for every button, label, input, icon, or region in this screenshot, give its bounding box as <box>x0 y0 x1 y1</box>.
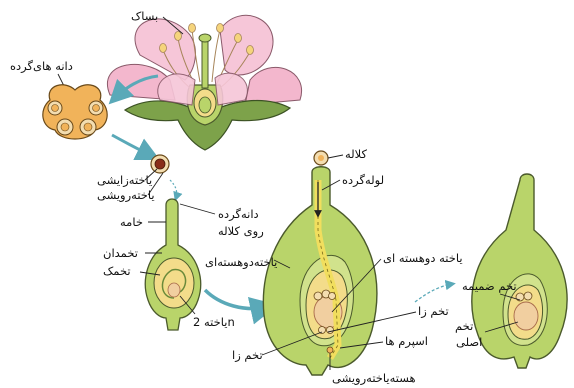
pollen-on-stigma-leader <box>180 204 215 214</box>
main-zygote-label-2: اصلی <box>456 335 482 349</box>
sperms-label: اسپرم ها <box>385 334 428 349</box>
endosperm-zygote-label: تخم ضمیمه <box>462 279 517 293</box>
pollen-grains-label: دانه های‌گرده <box>10 59 73 74</box>
generative-cell-label: یاخته‌زایشی <box>97 173 152 188</box>
binucleate-cell-label-2: یاخته دوهسته ای <box>383 251 463 266</box>
single-pollen-grain <box>151 155 169 173</box>
pollen-tube-label: لوله‌گرده <box>342 173 384 188</box>
stamen-label: بساک <box>131 9 158 23</box>
cell-2n-label: یاخته 2n <box>193 315 235 329</box>
main-zygote-label: تخم <box>455 319 473 333</box>
egg-bottom-label: تخم زا <box>232 348 263 363</box>
style-label: خامه <box>120 215 143 229</box>
vegetative-nucleus-label: هسته‌یاخته‌رویشی <box>332 371 416 386</box>
pollen-to-grain-arrow <box>112 135 152 156</box>
pollen-on-stigma-label: دانه‌گرده <box>218 207 259 222</box>
pollen-tetrad <box>43 85 107 139</box>
ovule-label: تخمک <box>103 264 131 278</box>
binucleate-cell-label: یاخته‌دوهسته‌ای <box>205 255 277 270</box>
fertilization-to-result-arrow <box>415 284 452 302</box>
pollen-on-stigma-label-2: روی کلاله <box>218 224 264 239</box>
vegetative-cell-label: یاخته‌رویشی <box>97 188 155 203</box>
pistil-after-fertilization <box>472 174 567 368</box>
pistil-to-fertilization-arrow <box>205 290 268 309</box>
egg-cell-label: تخم زا <box>418 304 449 319</box>
grain-to-stigma-arrow <box>170 180 177 198</box>
ovary-label: تخمدان <box>103 246 138 260</box>
stigma-label: کلاله <box>345 147 368 161</box>
stigma-leader <box>328 155 343 158</box>
